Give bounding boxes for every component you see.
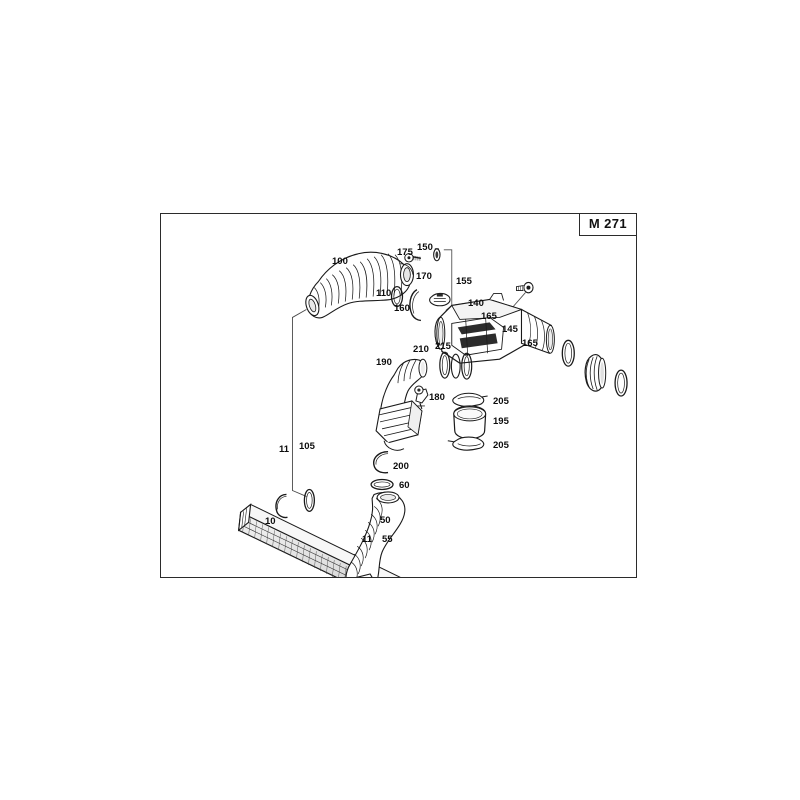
callout-60: 60: [399, 480, 410, 491]
callout-160: 160: [394, 303, 410, 314]
callout-150: 150: [417, 242, 433, 253]
diagram-frame: 100 175 150 110 170 160 155 140 165 145 …: [160, 213, 637, 578]
leader-line-105: [291, 309, 307, 497]
callout-11-lower: 11: [362, 534, 373, 545]
callout-205-upper: 205: [493, 396, 509, 407]
part-165a-o-ring: [561, 339, 575, 367]
part-100-corrugated-hose: [305, 251, 414, 319]
callout-190: 190: [376, 357, 392, 368]
part-205b-clamp: [447, 436, 485, 451]
callout-175: 175: [397, 247, 413, 258]
part-155-bolt: [516, 281, 534, 294]
part-ring-between: [450, 353, 461, 379]
part-190-charge-air-pipe: [375, 358, 428, 451]
part-195-connector-sleeve: [453, 405, 487, 440]
leader-line-155: [511, 292, 526, 309]
part-180-sensor: [414, 385, 429, 410]
callout-110: 110: [376, 288, 392, 299]
callout-140: 140: [468, 298, 484, 309]
part-11a-retaining-clip: [275, 493, 288, 519]
part-50-charge-air-hose: [345, 491, 406, 577]
callout-55: 55: [382, 534, 393, 545]
callout-180: 180: [429, 392, 445, 403]
part-210-clamp: [439, 351, 451, 379]
part-160-seal-ring: [409, 288, 421, 322]
callout-100: 100: [332, 256, 348, 267]
callout-11-upper: 11: [279, 444, 290, 455]
callout-170: 170: [416, 271, 432, 282]
callout-165-upper: 165: [481, 311, 497, 322]
parts-diagram-drawing: [237, 248, 628, 577]
part-215-clamp: [461, 352, 473, 380]
callout-165-lower: 165: [522, 338, 538, 349]
part-110-o-ring: [390, 285, 404, 308]
part-175-screw: [404, 253, 422, 263]
part-60-o-ring: [370, 478, 394, 491]
callout-145: 145: [502, 324, 518, 335]
part-200-seal-ring: [373, 450, 389, 474]
part-140-air-duct-body: [434, 293, 555, 364]
part-205a-clamp: [452, 392, 488, 407]
callout-105: 105: [299, 441, 315, 452]
part-145-sleeve: [584, 353, 607, 392]
callout-200: 200: [393, 461, 409, 472]
callout-50: 50: [380, 515, 391, 526]
part-150-clamp: [433, 248, 441, 262]
callout-210: 210: [413, 344, 429, 355]
part-165b-o-ring: [614, 369, 628, 397]
part-170-sensor-clip: [429, 292, 451, 307]
engine-code-label: M 271: [578, 213, 637, 237]
callout-215: 215: [435, 341, 451, 352]
callout-195: 195: [493, 416, 509, 427]
callout-10: 10: [265, 516, 276, 527]
callout-205-lower: 205: [493, 440, 509, 451]
part-105-o-ring: [303, 488, 316, 513]
callout-155: 155: [456, 276, 472, 287]
